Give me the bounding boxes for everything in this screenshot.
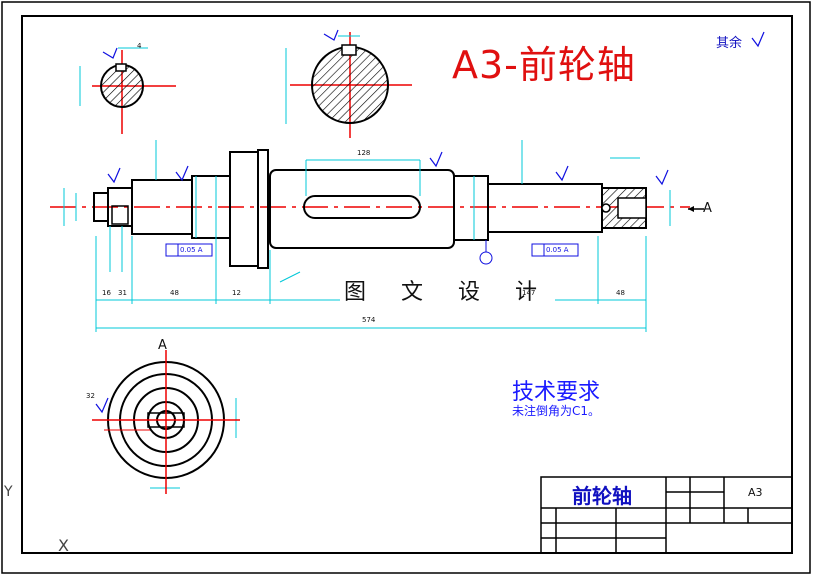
tol-frame-right: 0.05 A <box>546 246 569 254</box>
view-arrow <box>688 206 704 212</box>
shaft-main-view <box>50 149 690 269</box>
dim-end-view: 32 <box>86 392 95 400</box>
title-block-sheet-size: A3 <box>748 486 763 499</box>
roughness-symbols <box>95 31 765 414</box>
large-section-view <box>285 29 412 138</box>
ucs-y-label: Y <box>4 484 13 500</box>
dim-key-length: 128 <box>357 149 371 157</box>
inner-border <box>21 15 793 554</box>
watermark-text: 图 文 设 计 <box>340 274 555 306</box>
dim-seg6: 48 <box>616 289 625 297</box>
tol-frame-left: 0.05 A <box>180 246 203 254</box>
dim-seg1: 16 <box>102 289 111 297</box>
dimension-lines <box>63 140 671 489</box>
view-arrow-label: A <box>703 201 712 216</box>
dim-seg5: 147 <box>522 289 536 297</box>
roughness-note: 其余 <box>716 36 743 51</box>
tech-requirements-heading: 技术要求 <box>512 380 601 405</box>
view-a-label: A <box>158 338 167 353</box>
dim-seg4: 12 <box>232 289 241 297</box>
dim-small-key: 4 <box>137 42 142 50</box>
dim-seg3: 48 <box>170 289 179 297</box>
small-section-view <box>79 47 176 134</box>
tolerance-frames <box>165 240 579 265</box>
ucs-x-label: X <box>58 536 69 555</box>
title-block <box>540 476 793 554</box>
drawing-title: A3-前轮轴 <box>452 43 636 87</box>
tech-requirements-text: 未注倒角为C1。 <box>512 404 601 418</box>
title-block-part-name: 前轮轴 <box>572 484 632 508</box>
dim-seg2: 31 <box>118 289 127 297</box>
end-view-a <box>92 350 240 494</box>
dim-total-length: 574 <box>362 316 376 324</box>
